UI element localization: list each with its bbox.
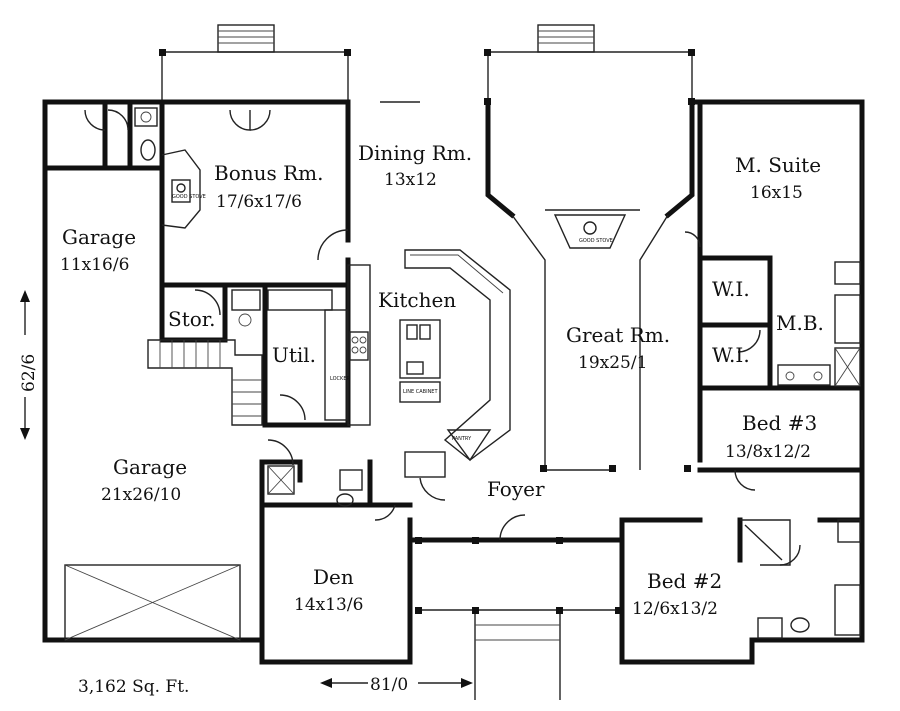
windows <box>300 101 863 663</box>
garage-door <box>44 480 241 641</box>
room-name-bed3: Bed #3 <box>742 411 817 435</box>
room-name-storage: Stor. <box>168 307 216 331</box>
bonus-fireplace: GOOD STOVE <box>161 149 206 229</box>
room-name-wi-lower: W.I. <box>712 343 750 367</box>
room-size-master: 16x15 <box>750 183 803 203</box>
interior-walls <box>42 99 865 563</box>
depth-dimension: 62/6 <box>15 290 39 440</box>
room-name-bed2: Bed #2 <box>647 569 722 593</box>
room-size-den: 14x13/6 <box>294 595 363 615</box>
svg-text:LINE CABINET: LINE CABINET <box>403 389 438 395</box>
room-size-bonus: 17/6x17/6 <box>216 192 302 212</box>
width-label: 81/0 <box>370 675 408 695</box>
svg-text:GOOD STOVE: GOOD STOVE <box>172 194 206 200</box>
room-name-garage-main: Garage <box>113 455 187 479</box>
room-name-foyer: Foyer <box>487 477 545 501</box>
utility-fixtures: LOCKER <box>231 289 350 421</box>
depth-label: 62/6 <box>19 354 39 392</box>
room-name-great: Great Rm. <box>566 323 670 347</box>
front-porch <box>415 537 622 700</box>
room-name-dining: Dining Rm. <box>358 141 472 165</box>
room-name-utility: Util. <box>272 343 316 367</box>
room-size-dining: 13x12 <box>384 170 437 190</box>
exterior-walls <box>42 99 865 665</box>
total-area: 3,162 Sq. Ft. <box>78 677 189 697</box>
kitchen-counters: LINE CABINET PANTRY <box>347 249 511 501</box>
room-name-garage-small: Garage <box>62 225 136 249</box>
room-size-bed2: 12/6x13/2 <box>632 599 718 619</box>
room-name-den: Den <box>313 565 354 589</box>
room-size-garage-main: 21x26/10 <box>101 485 181 505</box>
svg-text:LOCKER: LOCKER <box>330 376 350 382</box>
bath-fixtures <box>134 107 861 639</box>
room-size-great: 19x25/1 <box>578 353 647 373</box>
stairs <box>147 339 263 426</box>
room-name-wi-upper: W.I. <box>712 277 750 301</box>
room-name-bonus: Bonus Rm. <box>214 161 324 185</box>
room-name-master-bath: M.B. <box>776 311 824 335</box>
svg-text:PANTRY: PANTRY <box>452 436 472 442</box>
width-dimension: 81/0 <box>320 672 473 695</box>
room-name-kitchen: Kitchen <box>378 288 456 312</box>
fireplace-bay: GOOD STOVE <box>511 209 691 472</box>
room-size-bed3: 13/8x12/2 <box>725 442 811 462</box>
room-size-garage-small: 11x16/6 <box>60 255 129 275</box>
svg-text:GOOD STOVE: GOOD STOVE <box>579 238 613 244</box>
rear-porch-right <box>484 24 695 105</box>
rear-porch-left <box>159 24 351 102</box>
room-name-master: M. Suite <box>735 153 821 177</box>
